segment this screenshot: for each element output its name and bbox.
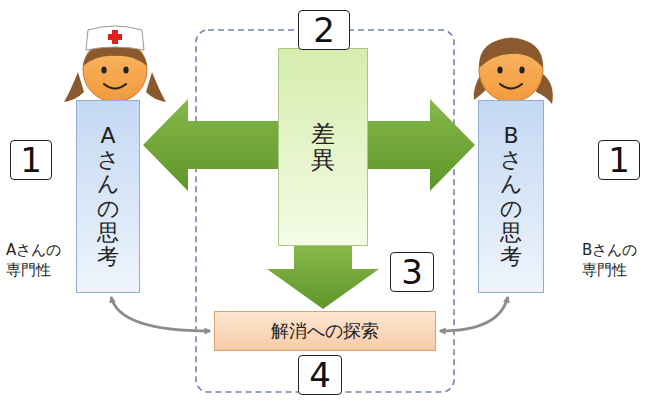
dashed-region (196, 30, 454, 392)
node-text: Bさんの思考 (500, 124, 522, 269)
difference-box: 差異 (278, 48, 368, 246)
node-text: Aさんの思考 (97, 124, 119, 269)
callout-number: 2 (298, 10, 350, 50)
expertise-label: Aさんの専門性 (6, 240, 70, 281)
curved-arrow (440, 297, 508, 331)
node-text: 差異 (311, 121, 335, 174)
node-text: 解消への探索 (271, 319, 379, 343)
thinking-box: Aさんの思考 (76, 100, 140, 293)
callout-number: 1 (598, 140, 640, 180)
block-arrow (143, 99, 278, 191)
block-arrow (368, 99, 475, 191)
callout-number: 3 (390, 252, 434, 292)
girl-figure (474, 38, 553, 104)
block-arrow (267, 246, 379, 309)
expertise-label: Bさんの専門性 (582, 240, 644, 281)
curved-arrow (111, 297, 210, 331)
thinking-box: Bさんの思考 (478, 100, 544, 293)
callout-number: 4 (298, 355, 342, 395)
resolution-box: 解消への探索 (214, 311, 436, 351)
callout-number: 1 (10, 140, 52, 180)
nurse-figure (64, 26, 166, 102)
